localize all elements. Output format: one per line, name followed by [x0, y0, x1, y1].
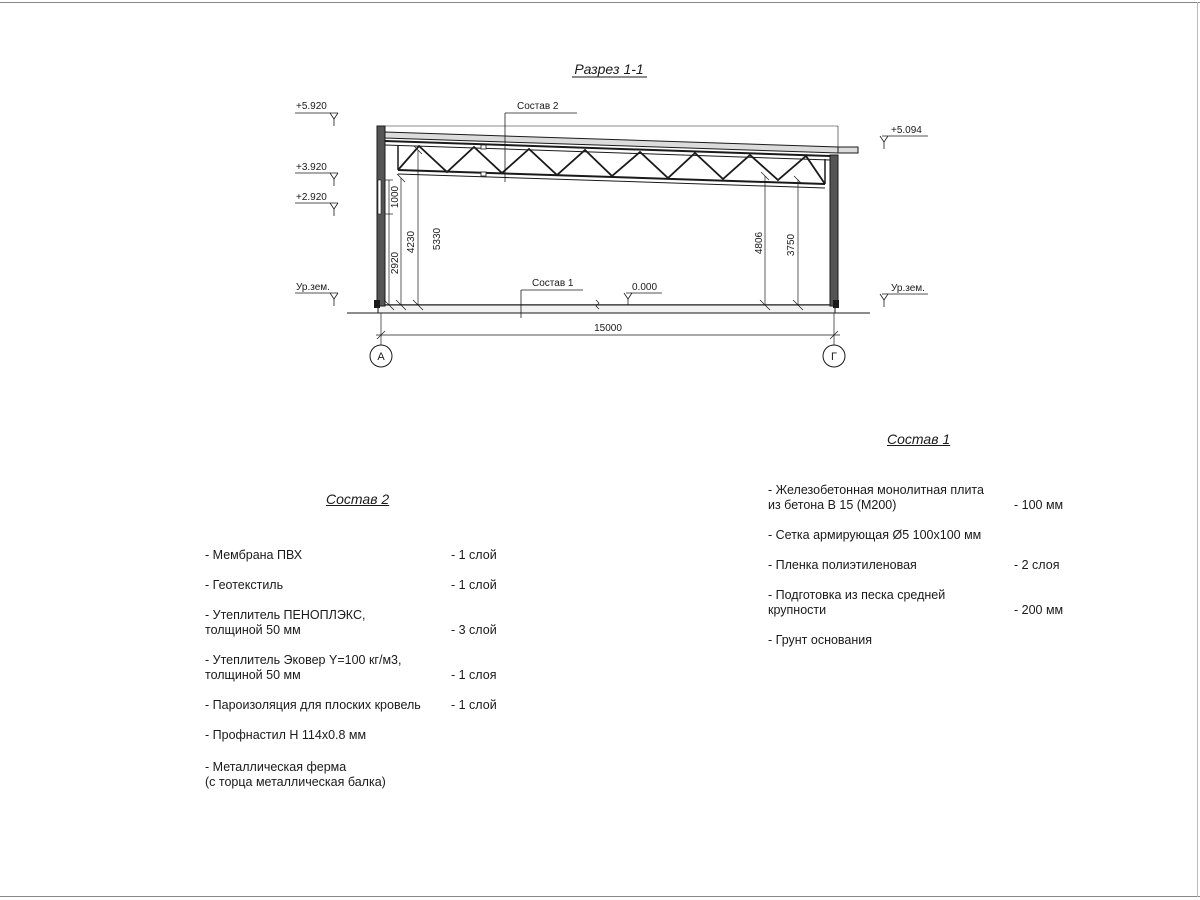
composition2-item-qty: - 3 слой — [451, 623, 497, 637]
axis-bubble-right: Г — [822, 344, 846, 368]
composition1-item-qty: - 2 слоя — [1014, 558, 1060, 572]
composition1-item-line: - Подготовка из песка средней — [768, 588, 946, 602]
composition2-item-name: - Геотекстиль — [205, 578, 283, 593]
composition1-item-name: - Грунт основания — [768, 633, 872, 648]
composition2-item-line: толщиной 50 мм — [205, 623, 301, 637]
zero-level-marker — [623, 292, 662, 305]
composition2-item-qty: - 1 слоя — [451, 668, 497, 682]
sheet-frame-right — [1197, 2, 1198, 897]
composition2-item-line: - Утеплитель Эковер Y=100 кг/м3, — [205, 653, 402, 667]
level-top-left: +5.920 — [296, 101, 327, 112]
composition1-item-qty: - 100 мм — [1014, 498, 1064, 512]
composition2-item-qty: - 1 слой — [451, 698, 497, 712]
composition2-item-name: - Утеплитель ПЕНОПЛЭКС, толщиной 50 мм — [205, 608, 365, 638]
sheet-frame-top — [0, 2, 1200, 3]
dim-left-a: 2920 — [390, 251, 401, 274]
composition1-item-line: - Пленка полиэтиленовая — [768, 558, 917, 572]
composition1-item-line: - Сетка армирующая Ø5 100х100 мм — [768, 528, 982, 542]
dim-right-a: 4806 — [754, 231, 765, 254]
level-top-right: +5.094 — [891, 125, 922, 136]
roof-truss — [384, 140, 831, 189]
level-marker-left — [295, 112, 339, 306]
svg-text:Г: Г — [831, 351, 837, 363]
roof-slab — [384, 125, 859, 154]
level-zero: 0.000 — [632, 282, 657, 293]
callout-roof: Состав 2 — [517, 101, 559, 112]
composition1-item-name: - Подготовка из песка средней крупности — [768, 588, 945, 618]
composition1-title: Состав 1 — [887, 431, 951, 447]
right-wall — [829, 154, 839, 308]
section-drawing: Разрез 1-1 — [295, 61, 928, 368]
composition2-item-line: - Металлическая ферма — [205, 760, 347, 774]
dim-left-c: 4230 — [406, 230, 417, 253]
composition2-item-name: - Мембрана ПВХ — [205, 548, 302, 563]
composition1-item-name: - Железобетонная монолитная плита из бет… — [768, 483, 984, 513]
section-title: Разрез 1-1 — [574, 61, 643, 77]
composition1-item-name: - Сетка армирующая Ø5 100х100 мм — [768, 528, 981, 543]
composition2-item-qty: - 1 слой — [451, 548, 497, 562]
composition2-item-line: (с торца металлическая балка) — [205, 775, 386, 789]
callout-floor: Состав 1 — [532, 278, 574, 289]
left-wall — [374, 125, 386, 308]
composition1-item-line: крупности — [768, 603, 827, 617]
span-dimension — [376, 299, 840, 345]
axis-bubble-left: А — [369, 344, 393, 368]
callout-leaders — [504, 112, 583, 318]
composition1-item-line: - Грунт основания — [768, 633, 873, 647]
sheet-frame-bottom — [0, 896, 1200, 897]
composition1-item-line: из бетона В 15 (М200) — [768, 498, 897, 512]
dimension-lines — [383, 145, 804, 311]
composition2-item-line: - Утеплитель ПЕНОПЛЭКС, — [205, 608, 366, 622]
level-marker-right — [879, 135, 928, 307]
svg-text:А: А — [377, 351, 385, 363]
composition2-item-qty: - 1 слой — [451, 578, 497, 592]
composition2-title: Состав 2 — [326, 491, 390, 507]
dim-right-b: 3750 — [786, 233, 797, 256]
composition2-item-line: - Геотекстиль — [205, 578, 284, 592]
dim-left-d: 5330 — [432, 227, 443, 250]
composition2-item-name: - Профнастил Н 114х0.8 мм — [205, 728, 366, 743]
composition1-item-line: - Железобетонная монолитная плита — [768, 483, 984, 497]
composition2-item-line: толщиной 50 мм — [205, 668, 301, 682]
level-ground-right: Ур.зем. — [891, 283, 925, 294]
level-mid2: +2.920 — [296, 192, 327, 203]
level-mid1: +3.920 — [296, 162, 327, 173]
composition2-item-line: - Мембрана ПВХ — [205, 548, 303, 562]
composition2-item-name: - Утеплитель Эковер Y=100 кг/м3, толщино… — [205, 653, 401, 683]
composition2-item-line: - Пароизоляция для плоских кровель — [205, 698, 421, 712]
dim-left-b: 1000 — [390, 185, 401, 208]
composition1-item-name: - Пленка полиэтиленовая — [768, 558, 917, 573]
composition2-item-name: - Пароизоляция для плоских кровель — [205, 698, 421, 713]
composition2-item-name: - Металлическая ферма (с торца металличе… — [205, 760, 386, 790]
dim-span: 15000 — [594, 323, 622, 334]
level-ground-left: Ур.зем. — [296, 282, 330, 293]
composition2-item-line: - Профнастил Н 114х0.8 мм — [205, 728, 367, 742]
composition1-item-qty: - 200 мм — [1014, 603, 1064, 617]
ground-line — [347, 304, 870, 314]
